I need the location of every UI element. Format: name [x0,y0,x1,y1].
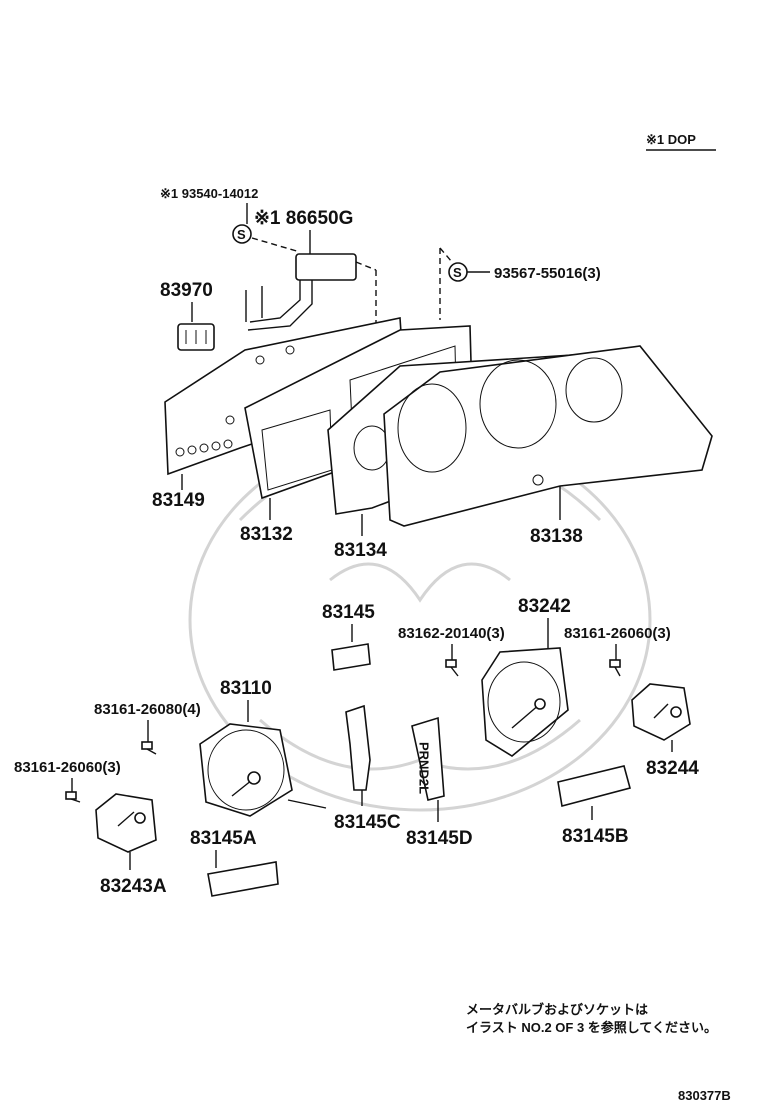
label-83161-26060-left: 83161-26060(3) [14,759,121,776]
part-83145D-shift-indicator: PRND2L [411,716,445,801]
note-line-2: イラスト NO.2 OF 3 を参照してください。 [466,1020,717,1035]
part-86650G-buzzer [245,253,357,331]
part-83162-screw [445,659,459,677]
part-83110-tachometer [199,723,327,817]
part-83161-26060-screw-left [65,791,81,803]
label-83145A: 83145A [190,828,257,849]
part-83145B-plate [557,765,631,807]
label-83145B: 83145B [562,826,629,847]
dop-marker: ※1 DOP [646,132,696,147]
label-83162-20140: 83162-20140(3) [398,625,505,642]
part-83161-screw-right [609,659,621,677]
part-83244-gauge [631,683,691,741]
label-83110: 83110 [220,678,272,699]
label-83149: 83149 [152,490,205,511]
label-93540-14012: ※1 93540-14012 [160,186,258,201]
figure-id: 830377B [678,1088,731,1103]
part-83243A-gauge [95,793,157,853]
label-83161-26060-right: 83161-26060(3) [564,625,671,642]
label-83242: 83242 [518,596,571,617]
part-83145A-plate [207,861,279,897]
note-line-1: メータバルブおよびソケットは [466,1002,648,1017]
part-83970-connector [177,323,215,351]
label-83134: 83134 [334,540,387,561]
label-83132: 83132 [240,524,293,545]
label-83145: 83145 [322,602,375,623]
label-83138: 83138 [530,526,583,547]
shift-letters: PRND2L [417,742,432,794]
label-83970: 83970 [160,280,213,301]
part-83145C-plate [345,704,371,791]
label-83161-26080: 83161-26080(4) [94,701,201,718]
label-93567-55016: 93567-55016(3) [494,265,601,282]
screw-symbol-1 [232,224,252,244]
part-83242-speedometer [481,647,569,757]
part-83145-plate [331,643,371,671]
screw-symbol-2-letter: S [453,265,462,280]
label-83145C: 83145C [334,812,401,833]
label-83243A: 83243A [100,876,167,897]
label-86650G: ※1 86650G [254,208,353,229]
label-83244: 83244 [646,758,699,779]
label-83145D: 83145D [406,828,473,849]
leader-screw-1 [251,237,301,253]
screw-symbol-1-letter: S [237,227,246,242]
part-83138-lens-cover [383,345,713,527]
part-83161-26080-screw [141,741,157,755]
